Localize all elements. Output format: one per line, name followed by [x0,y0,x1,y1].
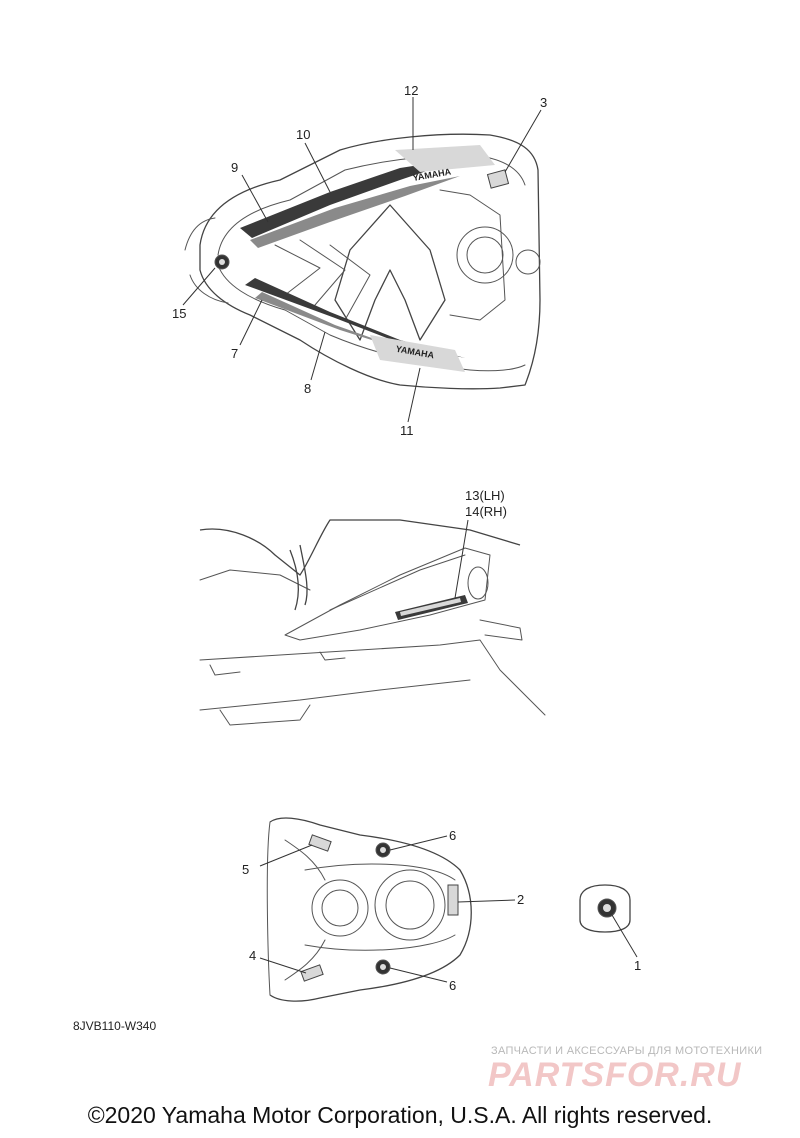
callout-14: 14(RH) [465,504,507,519]
side-view: 13(LH) 14(RH) [199,488,546,726]
emblem-detail: 1 [579,884,641,973]
top-deck-view: YAMAHA YAMAHA 12 3 10 9 15 7 8 11 [172,83,547,438]
copyright-text: ©2020 Yamaha Motor Corporation, U.S.A. A… [87,1102,713,1128]
callout-10: 10 [296,127,310,142]
callout-2: 2 [517,892,524,907]
callout-11: 11 [400,423,414,438]
callout-7: 7 [231,346,238,361]
callout-9: 9 [231,160,238,175]
callout-3: 3 [540,95,547,110]
callout-1: 1 [634,958,641,973]
callout-4: 4 [249,948,256,963]
callout-15: 15 [172,306,186,321]
callout-12: 12 [404,83,418,98]
part-code: 8JVB110-W340 [73,1019,157,1033]
watermark-tagline: ЗАПЧАСТИ И АКСЕССУАРЫ ДЛЯ МОТОТЕХНИКИ [491,1045,763,1057]
callout-5: 5 [242,862,249,877]
callout-6-lower: 6 [449,978,456,993]
rear-deck-view: 6 5 2 4 6 [242,817,524,1002]
callout-6-upper: 6 [449,828,456,843]
callout-13: 13(LH) [465,488,505,503]
callout-8: 8 [304,381,311,396]
watermark-logo: PARTSFOR.RU [488,1056,742,1094]
